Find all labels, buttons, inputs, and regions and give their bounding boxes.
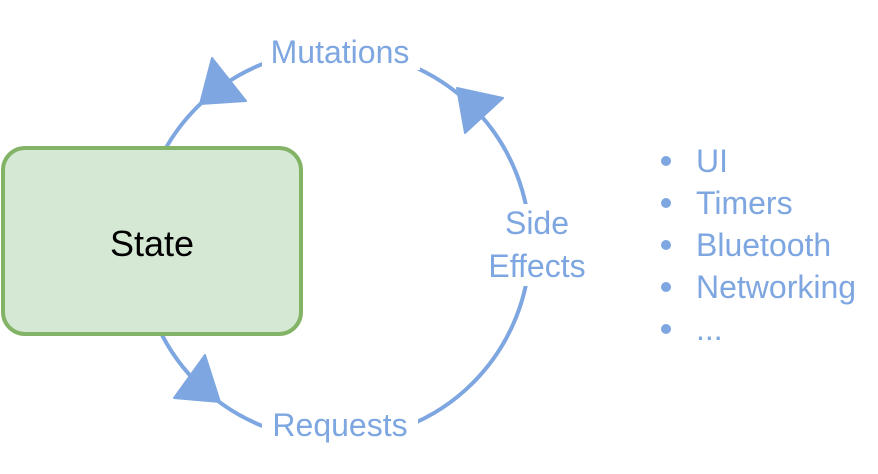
bullet-dot <box>661 324 671 334</box>
list-item-ui: UI <box>696 143 728 179</box>
arrowhead-mutations <box>199 57 247 105</box>
list-item-timers: Timers <box>696 185 793 221</box>
list-item-more: ... <box>696 311 723 347</box>
state-box <box>1 146 303 336</box>
arrowhead-requests <box>173 354 221 403</box>
side-effects-label-bg <box>480 204 598 286</box>
state-label: State <box>110 223 194 264</box>
bullet-dot <box>661 240 671 250</box>
bullet-dot <box>661 156 671 166</box>
mutations-label-bg <box>262 34 420 70</box>
bullet-dot <box>661 198 671 208</box>
list-item-networking: Networking <box>696 269 856 305</box>
side-effects-label-line1: Side <box>505 205 569 241</box>
list-item-bluetooth: Bluetooth <box>696 227 831 263</box>
bullet-dot <box>661 282 671 292</box>
requests-label: Requests <box>272 407 407 443</box>
side-effects-list: UI Timers Bluetooth Networking ... <box>661 143 856 347</box>
side-effects-label-line2: Effects <box>488 248 585 284</box>
arrowhead-side-effects <box>456 87 504 134</box>
requests-label-bg <box>262 406 418 442</box>
mutations-label: Mutations <box>271 34 410 70</box>
